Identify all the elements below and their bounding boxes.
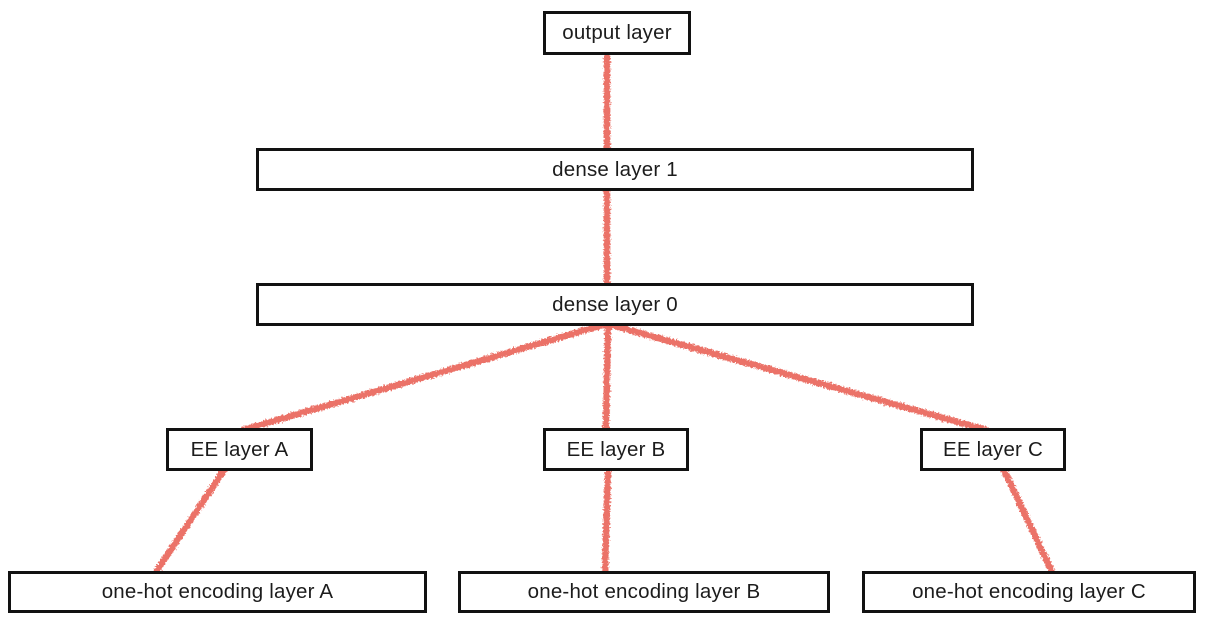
node-ee-layer-c-label: EE layer C: [943, 437, 1043, 461]
node-ee-layer-b: EE layer B: [543, 428, 689, 471]
node-ee-layer-b-label: EE layer B: [566, 437, 666, 461]
node-one-hot-encoding-layer-c: one-hot encoding layer C: [862, 571, 1196, 613]
node-ee-layer-a-label: EE layer A: [190, 437, 289, 461]
node-one-hot-encoding-layer-c-label: one-hot encoding layer C: [912, 580, 1146, 603]
edge-ee_a-onehot_a: [152, 466, 228, 576]
node-ee-layer-c: EE layer C: [920, 428, 1066, 471]
edge-dense0-ee_a: [239, 320, 610, 434]
node-dense-layer-1: dense layer 1: [256, 148, 974, 191]
edge-group: [152, 50, 1056, 576]
node-output-layer-label: output layer: [562, 21, 672, 44]
node-one-hot-encoding-layer-b-label: one-hot encoding layer B: [527, 580, 761, 603]
node-one-hot-encoding-layer-a: one-hot encoding layer A: [8, 571, 427, 613]
node-output-layer: output layer: [543, 11, 691, 55]
edge-dense0-ee_c: [604, 320, 990, 434]
node-ee-layer-a: EE layer A: [166, 428, 313, 471]
node-one-hot-encoding-layer-b: one-hot encoding layer B: [458, 571, 830, 613]
node-dense-layer-1-label: dense layer 1: [552, 157, 678, 181]
node-dense-layer-0: dense layer 0: [256, 283, 974, 326]
edge-ee_c-onehot_c: [1000, 466, 1056, 576]
edge-dense0-ee_b: [602, 320, 612, 433]
node-one-hot-encoding-layer-a-label: one-hot encoding layer A: [101, 580, 334, 603]
edge-ee_b-onehot_b: [601, 466, 612, 576]
node-dense-layer-0-label: dense layer 0: [552, 292, 678, 316]
